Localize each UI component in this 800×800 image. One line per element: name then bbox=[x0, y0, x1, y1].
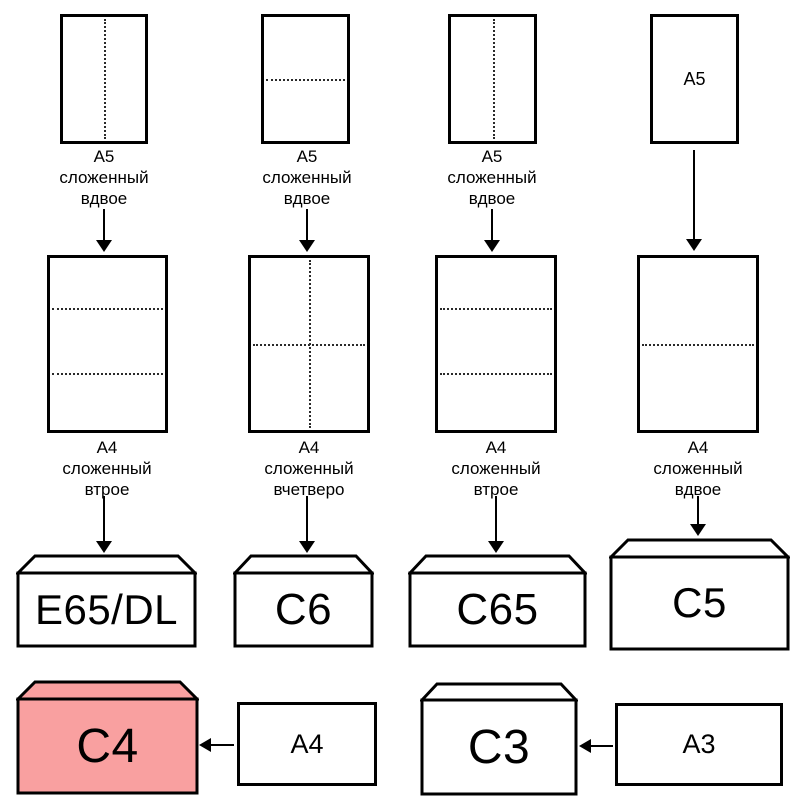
fold-line-horizontal bbox=[440, 373, 552, 376]
envelope-label: C65 bbox=[456, 584, 539, 634]
envelope-label: C5 bbox=[672, 579, 727, 626]
a5-fold-caption: А5 сложенный вдвое bbox=[59, 147, 149, 208]
fold-line-horizontal bbox=[266, 79, 345, 81]
a5-sheet-fold-vertical bbox=[60, 14, 148, 144]
envelope-shape bbox=[16, 554, 197, 648]
envelope-c65: C65 bbox=[408, 554, 587, 648]
arrow-down-icon bbox=[690, 496, 706, 536]
fold-line-vertical bbox=[104, 19, 106, 139]
a5-fold-caption: А5 сложенный вдвое bbox=[447, 147, 537, 208]
fold-line-horizontal bbox=[440, 307, 552, 310]
envelope-e65-dl: E65/DL bbox=[16, 554, 197, 648]
a4-sheet-fold-quarters bbox=[248, 255, 370, 433]
a4-fold-caption: А4 сложенный втрое bbox=[62, 438, 152, 499]
envelope-label: C4 bbox=[76, 719, 139, 773]
arrow-down-icon bbox=[484, 209, 500, 252]
envelope-shape bbox=[233, 554, 374, 648]
envelope-c3: C3 bbox=[420, 682, 578, 796]
arrow-down-icon bbox=[299, 209, 315, 252]
fold-line-horizontal bbox=[52, 373, 163, 376]
a4-sheet-fold-thirds bbox=[435, 255, 557, 433]
envelope-c5: C5 bbox=[609, 538, 790, 651]
a4-sheet-fold-thirds bbox=[47, 255, 168, 433]
fold-line-horizontal bbox=[253, 344, 365, 346]
fold-line-vertical bbox=[492, 19, 495, 139]
arrow-down-icon bbox=[96, 496, 112, 553]
envelope-label: C6 bbox=[274, 584, 333, 634]
envelope-shape bbox=[420, 682, 578, 796]
a4-fold-caption: А4 сложенный втрое bbox=[451, 438, 541, 499]
a3-sheet-flat: А3 bbox=[615, 703, 783, 786]
fold-line-horizontal bbox=[642, 344, 754, 346]
envelope-shape bbox=[408, 554, 587, 648]
fold-line-horizontal bbox=[52, 307, 163, 310]
a4-sheet-flat: А4 bbox=[237, 702, 377, 786]
a5-sheet-plain: А5 bbox=[650, 14, 739, 144]
a5-inner-label: А5 bbox=[683, 68, 706, 89]
a4-fold-caption: А4 сложенный вчетверо bbox=[264, 438, 354, 499]
envelope-shape bbox=[609, 538, 790, 651]
envelope-label: E65/DL bbox=[34, 585, 179, 633]
envelope-shape bbox=[16, 680, 199, 795]
a5-sheet-fold-vertical bbox=[448, 14, 537, 144]
arrow-left-icon bbox=[199, 737, 234, 753]
envelope-label: C3 bbox=[467, 720, 531, 774]
envelope-c4-highlighted: C4 bbox=[16, 680, 199, 795]
envelope-c6: C6 bbox=[233, 554, 374, 648]
a4-fold-caption: А4 сложенный вдвое bbox=[653, 438, 743, 499]
arrow-down-icon bbox=[488, 496, 504, 553]
a5-fold-caption: А5 сложенный вдвое bbox=[262, 147, 352, 208]
arrow-down-icon bbox=[96, 209, 112, 252]
arrow-down-icon bbox=[686, 150, 702, 251]
arrow-down-icon bbox=[299, 496, 315, 553]
a5-sheet-fold-horizontal bbox=[261, 14, 350, 144]
a4-sheet-fold-half bbox=[637, 255, 759, 433]
arrow-left-icon bbox=[579, 738, 613, 754]
